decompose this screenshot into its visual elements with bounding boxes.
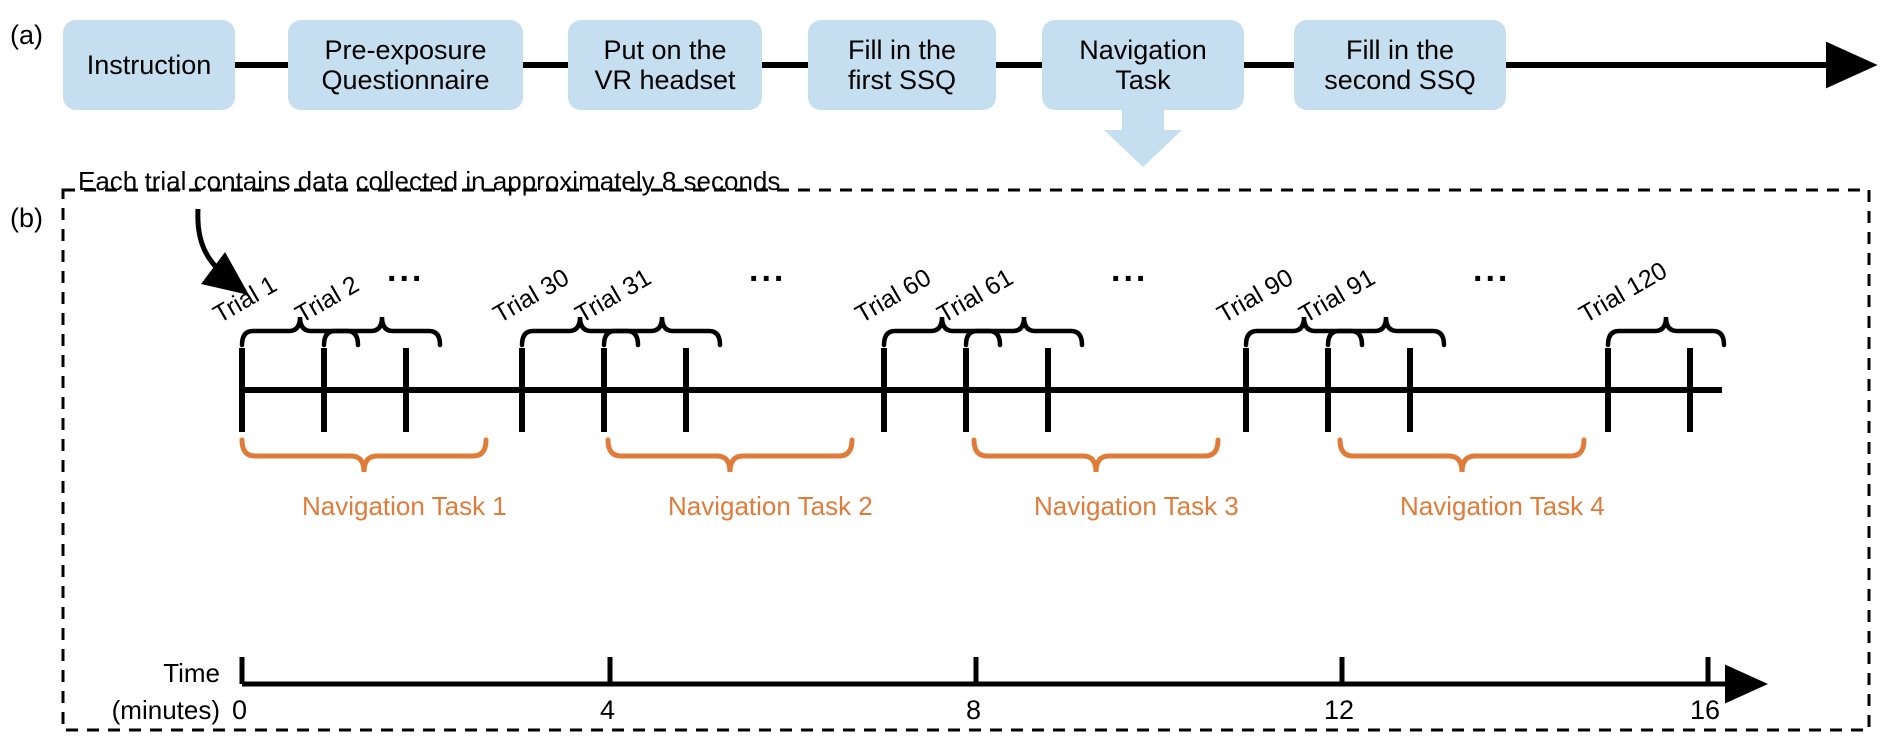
- time-axis-title-line1: Time: [163, 658, 220, 688]
- time-tick-label-16: 16: [1690, 695, 1721, 725]
- navigation-task-braces: [239, 437, 1587, 473]
- flow-box-navigation-task[interactable]: [1042, 20, 1244, 110]
- trial-duration-annotation: Each trial contains data collected in ap…: [78, 166, 781, 196]
- navigation-task-label-3: Navigation Task 3: [1034, 491, 1239, 521]
- panel-b-dashed-border: [61, 188, 1871, 732]
- time-tick-label-8: 8: [966, 695, 982, 725]
- flow-box-fill-second-ssq[interactable]: [1294, 20, 1506, 110]
- ellipsis-1: ...: [387, 251, 425, 289]
- flow-box-pre-exposure-questionnaire[interactable]: [288, 20, 523, 110]
- time-tick-label-0: 0: [232, 695, 248, 725]
- flow-box-put-on-vr-headset[interactable]: [568, 20, 762, 110]
- flow-box-fill-first-ssq[interactable]: [808, 20, 996, 110]
- time-tick-label-12: 12: [1324, 695, 1355, 725]
- trial-braces: [239, 316, 1727, 348]
- annotation-curved-arrow-icon: [195, 208, 249, 296]
- time-axis-ticks: [239, 657, 1711, 684]
- navigation-task-callout-arrow-icon: [1104, 110, 1182, 167]
- time-axis-title-line2: (minutes): [111, 695, 220, 725]
- navigation-task-label-2: Navigation Task 2: [668, 491, 873, 521]
- panel-a-label: (a): [10, 20, 43, 50]
- flow-box-instruction[interactable]: [63, 20, 235, 110]
- panel-b-label: (b): [10, 203, 43, 233]
- ellipsis-4: ...: [1473, 251, 1511, 289]
- time-tick-label-4: 4: [600, 695, 616, 725]
- ellipsis-3: ...: [1111, 251, 1149, 289]
- navigation-task-label-1: Navigation Task 1: [302, 491, 507, 521]
- navigation-task-label-4: Navigation Task 4: [1400, 491, 1605, 521]
- ellipsis-2: ...: [749, 251, 787, 289]
